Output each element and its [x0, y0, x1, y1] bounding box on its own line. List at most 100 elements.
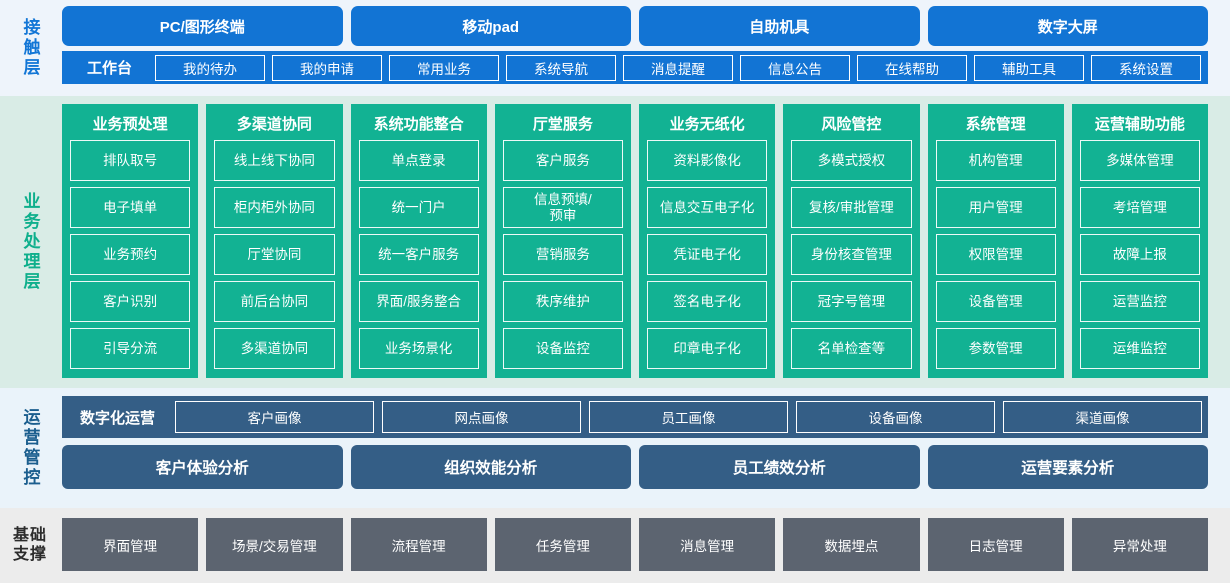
business-item[interactable]: 故障上报 [1079, 234, 1200, 275]
business-item[interactable]: 统一客户服务 [358, 234, 479, 275]
business-item[interactable]: 前后台协同 [214, 281, 335, 322]
business-item[interactable]: 名单检查等 [791, 328, 912, 369]
business-column-title: 风险管控 [821, 115, 882, 133]
portrait-item[interactable]: 渠道画像 [1003, 401, 1203, 433]
business-item[interactable]: 运维监控 [1079, 328, 1200, 369]
workbench-item[interactable]: 辅助工具 [974, 54, 1085, 81]
business-item[interactable]: 多媒体管理 [1079, 140, 1200, 181]
business-item[interactable]: 线上线下协同 [214, 140, 335, 181]
business-item[interactable]: 设备管理 [935, 281, 1056, 322]
business-item[interactable]: 冠字号管理 [791, 281, 912, 322]
layer-operations: 运营管控 数字化运营 客户画像 网点画像 员工画像 设备画像 渠道画像 客户体验… [0, 388, 1230, 508]
business-item[interactable]: 营销服务 [502, 234, 623, 275]
business-item[interactable]: 考培管理 [1079, 187, 1200, 228]
business-item[interactable]: 界面/服务整合 [358, 281, 479, 322]
business-column-title: 厅堂服务 [532, 115, 593, 133]
business-item[interactable]: 电子填单 [70, 187, 191, 228]
business-item[interactable]: 单点登录 [358, 140, 479, 181]
business-item[interactable]: 柜内柜外协同 [214, 187, 335, 228]
analysis-item[interactable]: 运营要素分析 [927, 445, 1208, 489]
workbench-item[interactable]: 消息提醒 [623, 54, 734, 81]
layer-contact: 接触层 PC/图形终端 移动pad 自助机具 数字大屏 工作台 我的待办 我的申… [0, 0, 1230, 96]
business-column: 运营辅助功能 多媒体管理 考培管理 故障上报 运营监控 运维监控 [1071, 104, 1208, 378]
channel-button[interactable]: PC/图形终端 [62, 6, 343, 46]
business-column: 厅堂服务 客户服务 信息预填/ 预审 营销服务 秩序维护 设备监控 [494, 104, 631, 378]
business-item[interactable]: 客户识别 [70, 281, 191, 322]
business-item[interactable]: 统一门户 [358, 187, 479, 228]
business-item[interactable]: 权限管理 [935, 234, 1056, 275]
business-item[interactable]: 凭证电子化 [647, 234, 768, 275]
foundation-item[interactable]: 异常处理 [1071, 518, 1208, 571]
analysis-item[interactable]: 员工绩效分析 [639, 445, 920, 489]
workbench-item[interactable]: 在线帮助 [857, 54, 968, 81]
analysis-row: 客户体验分析 组织效能分析 员工绩效分析 运营要素分析 [62, 445, 1208, 489]
business-item[interactable]: 厅堂协同 [214, 234, 335, 275]
business-column-title: 系统功能整合 [373, 115, 464, 133]
layer-operations-label-text: 运营管控 [20, 408, 40, 488]
workbench-item[interactable]: 常用业务 [389, 54, 500, 81]
business-column: 业务预处理 排队取号 电子填单 业务预约 客户识别 引导分流 [62, 104, 199, 378]
business-item[interactable]: 用户管理 [935, 187, 1056, 228]
business-item[interactable]: 信息预填/ 预审 [502, 187, 623, 228]
business-item[interactable]: 信息交互电子化 [647, 187, 768, 228]
portrait-item[interactable]: 网点画像 [382, 401, 582, 433]
business-item[interactable]: 多模式授权 [791, 140, 912, 181]
business-item[interactable]: 资料影像化 [647, 140, 768, 181]
business-column-title: 业务无纸化 [669, 115, 745, 133]
business-columns: 业务预处理 排队取号 电子填单 业务预约 客户识别 引导分流 多渠道协同 线上线… [62, 104, 1208, 378]
workbench-title: 工作台 [87, 60, 133, 77]
business-column: 业务无纸化 资料影像化 信息交互电子化 凭证电子化 签名电子化 印章电子化 [639, 104, 776, 378]
foundation-item[interactable]: 场景/交易管理 [206, 518, 343, 571]
foundation-item[interactable]: 消息管理 [639, 518, 776, 571]
portrait-item[interactable]: 员工画像 [589, 401, 789, 433]
digital-operations-title: 数字化运营 [80, 409, 156, 427]
workbench-item[interactable]: 信息公告 [740, 54, 851, 81]
workbench-item[interactable]: 系统导航 [506, 54, 617, 81]
foundation-item[interactable]: 界面管理 [62, 518, 199, 571]
business-item[interactable]: 签名电子化 [647, 281, 768, 322]
foundation-item[interactable]: 任务管理 [494, 518, 631, 571]
foundation-item[interactable]: 数据埋点 [783, 518, 920, 571]
foundation-row: 界面管理 场景/交易管理 流程管理 任务管理 消息管理 数据埋点 日志管理 异常… [62, 518, 1208, 571]
business-item[interactable]: 业务场景化 [358, 328, 479, 369]
business-item[interactable]: 机构管理 [935, 140, 1056, 181]
business-item[interactable]: 业务预约 [70, 234, 191, 275]
layer-foundation: 基础支撑 界面管理 场景/交易管理 流程管理 任务管理 消息管理 数据埋点 日志… [0, 508, 1230, 583]
workbench-row: 工作台 我的待办 我的申请 常用业务 系统导航 消息提醒 信息公告 在线帮助 辅… [62, 51, 1208, 84]
business-column: 系统管理 机构管理 用户管理 权限管理 设备管理 参数管理 [927, 104, 1064, 378]
layer-contact-label-text: 接触层 [20, 18, 40, 78]
business-column-title: 系统管理 [965, 115, 1026, 133]
business-item[interactable]: 复核/审批管理 [791, 187, 912, 228]
portrait-item[interactable]: 设备画像 [796, 401, 996, 433]
workbench-item[interactable]: 系统设置 [1091, 54, 1202, 81]
business-item[interactable]: 印章电子化 [647, 328, 768, 369]
workbench-item[interactable]: 我的待办 [155, 54, 266, 81]
business-column-title: 运营辅助功能 [1094, 115, 1185, 133]
business-column: 系统功能整合 单点登录 统一门户 统一客户服务 界面/服务整合 业务场景化 [350, 104, 487, 378]
business-item[interactable]: 设备监控 [502, 328, 623, 369]
analysis-item[interactable]: 组织效能分析 [350, 445, 631, 489]
foundation-item[interactable]: 流程管理 [350, 518, 487, 571]
workbench-item[interactable]: 我的申请 [272, 54, 383, 81]
business-item[interactable]: 多渠道协同 [214, 328, 335, 369]
layer-business-body: 业务预处理 排队取号 电子填单 业务预约 客户识别 引导分流 多渠道协同 线上线… [60, 96, 1230, 388]
layer-business-label: 业务处理层 [0, 96, 60, 388]
layer-foundation-label: 基础支撑 [0, 508, 60, 583]
foundation-item[interactable]: 日志管理 [927, 518, 1064, 571]
business-item[interactable]: 秩序维护 [502, 281, 623, 322]
channel-row: PC/图形终端 移动pad 自助机具 数字大屏 [62, 6, 1208, 46]
channel-button[interactable]: 数字大屏 [927, 6, 1208, 46]
layer-foundation-label-text: 基础支撑 [12, 526, 47, 563]
business-item[interactable]: 排队取号 [70, 140, 191, 181]
portrait-item[interactable]: 客户画像 [175, 401, 375, 433]
business-item[interactable]: 引导分流 [70, 328, 191, 369]
channel-button[interactable]: 自助机具 [639, 6, 920, 46]
business-item[interactable]: 运营监控 [1079, 281, 1200, 322]
channel-button[interactable]: 移动pad [350, 6, 631, 46]
business-column-title: 多渠道协同 [236, 115, 312, 133]
business-item[interactable]: 客户服务 [502, 140, 623, 181]
business-item[interactable]: 身份核查管理 [791, 234, 912, 275]
business-item[interactable]: 参数管理 [935, 328, 1056, 369]
analysis-item[interactable]: 客户体验分析 [62, 445, 343, 489]
